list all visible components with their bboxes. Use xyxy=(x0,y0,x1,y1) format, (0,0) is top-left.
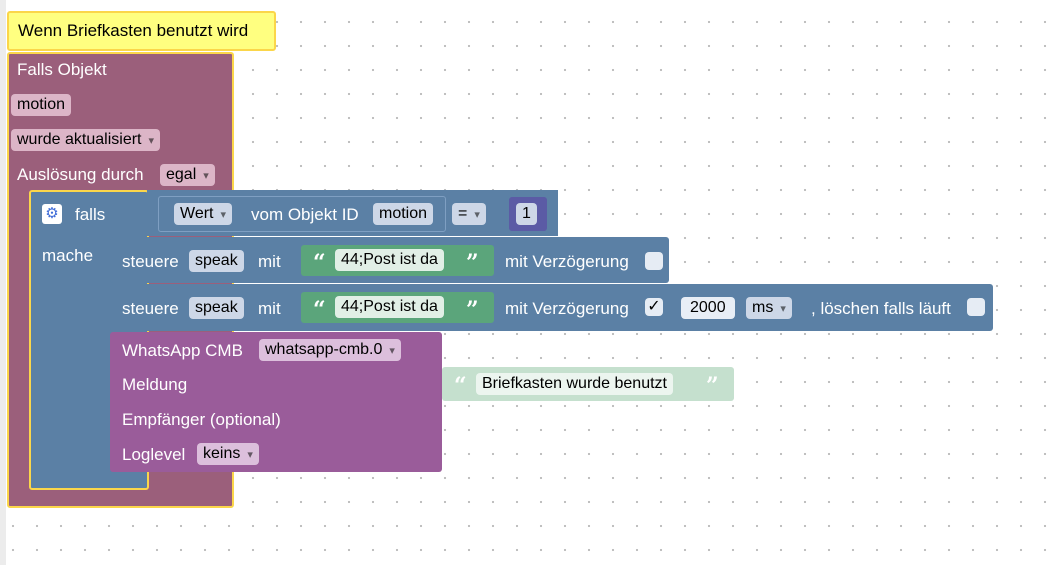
whatsapp-instance-dropdown[interactable]: whatsapp-cmb.0 xyxy=(259,339,401,361)
whatsapp-loglevel-label: Loglevel xyxy=(122,445,186,464)
control-1-delay-label: mit Verzögerung xyxy=(505,252,629,271)
trigger-event-dropdown[interactable]: wurde aktualisiert xyxy=(11,129,161,151)
control-2-unit-dropdown[interactable]: ms xyxy=(746,297,792,319)
control-1-text-field[interactable]: 44;Post ist da xyxy=(335,249,444,271)
condition-value-field[interactable]: 1 xyxy=(516,203,537,225)
comment-block[interactable] xyxy=(7,11,276,51)
whatsapp-loglevel-dropdown[interactable]: keins xyxy=(197,443,259,465)
condition-object-id-field[interactable]: motion xyxy=(373,203,434,225)
condition-from-label: vom Objekt ID xyxy=(251,205,359,224)
whatsapp-message-open-quote: “ xyxy=(454,373,467,399)
control-2-target-field[interactable]: speak xyxy=(189,297,244,319)
condition-operator-dropdown[interactable]: = xyxy=(452,203,486,225)
control-block-2[interactable] xyxy=(110,284,993,331)
comment-text: Wenn Briefkasten benutzt wird xyxy=(18,21,249,40)
gear-icon[interactable]: ⚙ xyxy=(42,204,62,224)
condition-attribute-dropdown[interactable]: Wert xyxy=(174,203,233,225)
control-2-clear-label: , löschen falls läuft xyxy=(811,299,951,318)
control-2-close-quote: ” xyxy=(466,297,479,323)
control-1-delay-checkbox[interactable] xyxy=(645,252,663,270)
workspace-toolbox-edge xyxy=(0,0,6,565)
trigger-source-label: Auslösung durch xyxy=(17,165,144,184)
do-label: mache xyxy=(42,246,94,265)
if-label: falls xyxy=(75,205,106,224)
trigger-block-label: Falls Objekt xyxy=(17,60,107,79)
control-1-target-field[interactable]: speak xyxy=(189,250,244,272)
whatsapp-recipient-label: Empfänger (optional) xyxy=(122,410,281,429)
whatsapp-message-text-field[interactable]: Briefkasten wurde benutzt xyxy=(476,373,673,395)
control-2-delay-label: mit Verzögerung xyxy=(505,299,629,318)
whatsapp-message-label: Meldung xyxy=(122,375,188,394)
control-2-text-field[interactable]: 44;Post ist da xyxy=(335,296,444,318)
control-2-open-quote: “ xyxy=(313,297,326,323)
whatsapp-label: WhatsApp CMB xyxy=(122,341,243,360)
control-2-delay-value-field[interactable]: 2000 xyxy=(681,297,735,319)
control-1-close-quote: ” xyxy=(466,250,479,276)
control-2-with-label: mit xyxy=(258,299,281,318)
trigger-source-dropdown[interactable]: egal xyxy=(160,164,215,186)
trigger-object-id-field[interactable]: motion xyxy=(11,94,72,116)
control-2-delay-checkbox[interactable]: ✓ xyxy=(645,298,663,316)
whatsapp-message-close-quote: ” xyxy=(706,373,719,399)
control-1-with-label: mit xyxy=(258,252,281,271)
control-1-label: steuere xyxy=(122,252,179,271)
control-2-label: steuere xyxy=(122,299,179,318)
control-2-clear-checkbox[interactable] xyxy=(967,298,985,316)
control-1-open-quote: “ xyxy=(313,250,326,276)
